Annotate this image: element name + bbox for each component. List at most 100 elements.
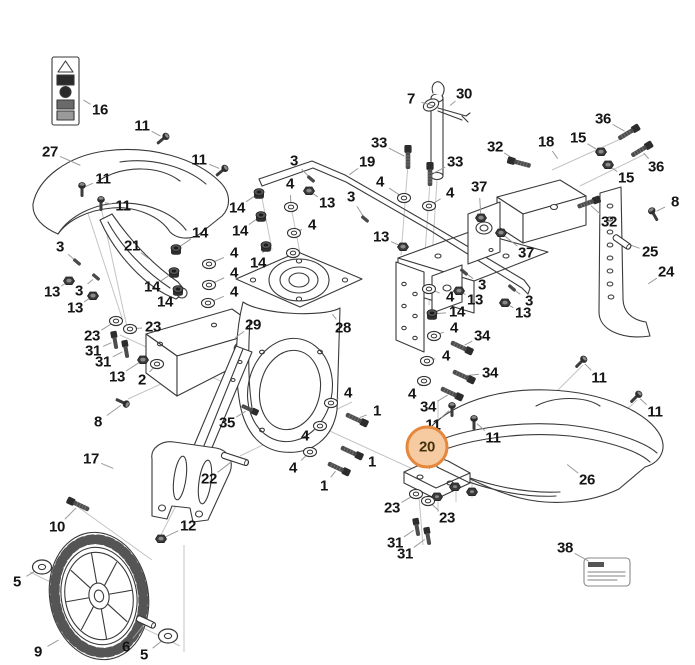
leader-line xyxy=(437,394,448,402)
callout-31[interactable]: 31 xyxy=(94,353,112,371)
callout-3[interactable]: 3 xyxy=(477,276,487,294)
callout-16[interactable]: 16 xyxy=(91,101,109,119)
callout-4[interactable]: 4 xyxy=(229,283,239,301)
callout-31[interactable]: 31 xyxy=(386,534,404,552)
callout-1[interactable]: 1 xyxy=(367,453,377,471)
callout-3[interactable]: 3 xyxy=(346,188,356,206)
callout-34[interactable]: 34 xyxy=(473,327,491,345)
callout-2[interactable]: 2 xyxy=(137,371,147,389)
callout-26[interactable]: 26 xyxy=(578,471,596,489)
callout-31[interactable]: 31 xyxy=(84,342,102,360)
callout-12[interactable]: 12 xyxy=(179,517,197,535)
callout-11[interactable]: 11 xyxy=(134,117,150,135)
callout-11[interactable]: 11 xyxy=(591,369,607,387)
callout-11[interactable]: 11 xyxy=(485,429,501,447)
callout-14[interactable]: 14 xyxy=(228,199,246,217)
callout-19[interactable]: 19 xyxy=(358,153,376,171)
callout-4[interactable]: 4 xyxy=(288,459,298,477)
callout-13[interactable]: 13 xyxy=(43,283,61,301)
callout-5[interactable]: 5 xyxy=(12,573,22,591)
leader-line xyxy=(234,330,245,339)
callout-23[interactable]: 23 xyxy=(83,327,101,345)
callout-3[interactable]: 3 xyxy=(524,292,534,310)
callout-20-selected[interactable]: 20 xyxy=(405,425,449,469)
leader-line xyxy=(179,238,192,248)
callout-1[interactable]: 1 xyxy=(319,477,329,495)
callout-4[interactable]: 4 xyxy=(300,427,310,445)
callout-15[interactable]: 15 xyxy=(617,169,635,187)
callout-4[interactable]: 4 xyxy=(343,384,353,402)
callout-7[interactable]: 7 xyxy=(406,90,416,108)
callout-37[interactable]: 37 xyxy=(517,244,535,262)
callout-13[interactable]: 13 xyxy=(318,194,336,212)
callout-34[interactable]: 34 xyxy=(419,398,437,416)
callout-14[interactable]: 14 xyxy=(231,222,249,240)
callout-11[interactable]: 11 xyxy=(95,170,111,188)
callout-33[interactable]: 33 xyxy=(446,153,464,171)
callout-36[interactable]: 36 xyxy=(647,158,665,176)
callout-4[interactable]: 4 xyxy=(445,184,455,202)
callout-10[interactable]: 10 xyxy=(48,518,66,536)
callout-31[interactable]: 31 xyxy=(396,545,414,563)
callout-3[interactable]: 3 xyxy=(74,282,84,300)
leader-line xyxy=(356,206,364,216)
callout-33[interactable]: 33 xyxy=(370,134,388,152)
callout-11[interactable]: 11 xyxy=(115,197,131,215)
callout-11[interactable]: 11 xyxy=(191,151,207,169)
callout-23[interactable]: 23 xyxy=(383,499,401,517)
callout-3[interactable]: 3 xyxy=(289,152,299,170)
callout-34[interactable]: 34 xyxy=(481,364,499,382)
callout-14[interactable]: 14 xyxy=(156,293,174,311)
callout-14[interactable]: 14 xyxy=(191,224,209,242)
callout-13[interactable]: 13 xyxy=(66,299,84,317)
callout-14[interactable]: 14 xyxy=(448,303,466,321)
leader-line xyxy=(466,373,480,377)
callout-21[interactable]: 21 xyxy=(123,237,141,255)
callout-18[interactable]: 18 xyxy=(537,133,555,151)
leader-line xyxy=(301,168,309,177)
callout-11[interactable]: 11 xyxy=(647,403,663,421)
callout-4[interactable]: 4 xyxy=(449,319,459,337)
leader-line xyxy=(208,163,220,169)
callout-8[interactable]: 8 xyxy=(670,193,680,211)
callout-38[interactable]: 38 xyxy=(556,539,574,557)
callout-13[interactable]: 13 xyxy=(466,291,484,309)
callout-37[interactable]: 37 xyxy=(470,178,488,196)
callout-4[interactable]: 4 xyxy=(229,264,239,282)
callout-8[interactable]: 8 xyxy=(93,413,103,431)
callout-4[interactable]: 4 xyxy=(229,244,239,262)
callout-6[interactable]: 6 xyxy=(121,638,131,656)
callout-4[interactable]: 4 xyxy=(407,385,417,403)
callout-1[interactable]: 1 xyxy=(372,402,382,420)
leader-line xyxy=(551,150,559,160)
callout-13[interactable]: 13 xyxy=(514,304,532,322)
callout-32[interactable]: 32 xyxy=(486,138,504,156)
callout-36[interactable]: 36 xyxy=(594,110,612,128)
callout-22[interactable]: 22 xyxy=(200,470,218,488)
callout-23[interactable]: 23 xyxy=(144,318,162,336)
callout-13[interactable]: 13 xyxy=(108,368,126,386)
callout-32[interactable]: 32 xyxy=(600,213,618,231)
callout-24[interactable]: 24 xyxy=(657,263,675,281)
callout-4[interactable]: 4 xyxy=(375,173,385,191)
callout-15[interactable]: 15 xyxy=(569,129,587,147)
callout-3[interactable]: 3 xyxy=(55,238,65,256)
callout-25[interactable]: 25 xyxy=(641,243,659,261)
callout-5[interactable]: 5 xyxy=(139,646,149,664)
callout-23[interactable]: 23 xyxy=(438,509,456,527)
callout-14[interactable]: 14 xyxy=(143,278,161,296)
callout-14[interactable]: 14 xyxy=(249,254,267,272)
callout-9[interactable]: 9 xyxy=(33,643,43,661)
callout-28[interactable]: 28 xyxy=(334,319,352,337)
callout-30[interactable]: 30 xyxy=(455,85,473,103)
callout-17[interactable]: 17 xyxy=(82,450,100,468)
callout-4[interactable]: 4 xyxy=(445,288,455,306)
callout-4[interactable]: 4 xyxy=(307,216,317,234)
callout-27[interactable]: 27 xyxy=(41,143,59,161)
callout-29[interactable]: 29 xyxy=(244,316,262,334)
callout-4[interactable]: 4 xyxy=(285,175,295,193)
callout-13[interactable]: 13 xyxy=(372,228,390,246)
leader-line xyxy=(476,423,486,432)
callout-35[interactable]: 35 xyxy=(218,414,236,432)
callout-4[interactable]: 4 xyxy=(441,347,451,365)
